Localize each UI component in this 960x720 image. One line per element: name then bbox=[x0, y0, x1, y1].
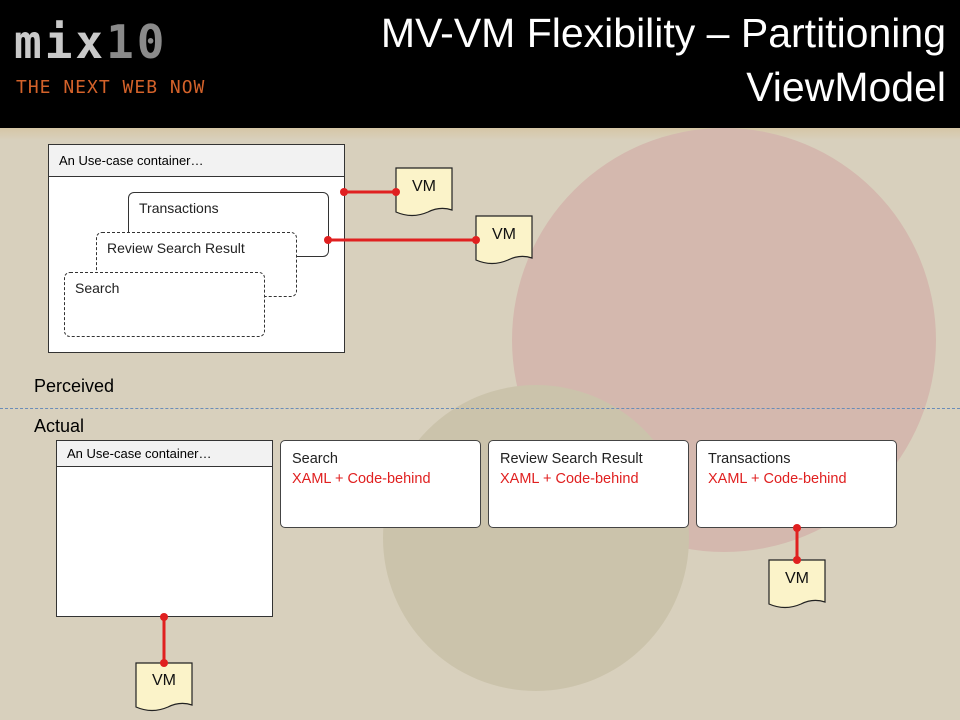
vm-label-1: VM bbox=[412, 178, 436, 195]
card-search: Search XAML + Code-behind bbox=[280, 440, 481, 528]
panel-review-search-result-label: Review Search Result bbox=[107, 240, 245, 256]
connector-dot bbox=[324, 236, 332, 244]
card-transactions: Transactions XAML + Code-behind bbox=[696, 440, 897, 528]
slide-header: mix10 THE NEXT WEB NOW MV-VM Flexibility… bbox=[0, 0, 960, 128]
title-line-2: ViewModel bbox=[746, 64, 946, 110]
perceived-container-title: An Use-case container… bbox=[49, 145, 344, 177]
panel-transactions-label: Transactions bbox=[139, 200, 219, 216]
connector-dot bbox=[472, 236, 480, 244]
connector-dot bbox=[340, 188, 348, 196]
card-transactions-detail: XAML + Code-behind bbox=[708, 471, 847, 487]
logo-tagline: THE NEXT WEB NOW bbox=[16, 77, 206, 98]
vm-doc-shape-1 bbox=[395, 167, 453, 217]
logo-text: mix bbox=[14, 15, 107, 69]
logo-number: 10 bbox=[106, 15, 168, 69]
vm-label-2: VM bbox=[492, 226, 516, 243]
panel-search-label: Search bbox=[75, 280, 120, 296]
actual-container: An Use-case container… bbox=[56, 440, 273, 617]
panel-review-search-result: Review Search Result bbox=[96, 232, 297, 297]
card-search-detail: XAML + Code-behind bbox=[292, 471, 431, 487]
card-review-search-result-detail: XAML + Code-behind bbox=[500, 471, 639, 487]
vm-doc-shape-4 bbox=[135, 662, 193, 712]
vm-label-3: VM bbox=[785, 570, 809, 587]
title-line-1: MV-VM Flexibility – Partitioning bbox=[380, 10, 946, 56]
connector-dot bbox=[793, 524, 801, 532]
card-search-name: Search bbox=[292, 451, 338, 467]
card-transactions-name: Transactions bbox=[708, 451, 791, 467]
mix10-logo: mix10 THE NEXT WEB NOW bbox=[14, 14, 234, 104]
vm-label-4: VM bbox=[152, 672, 176, 689]
vm-doc-shape-2 bbox=[475, 215, 533, 265]
connector-dot bbox=[793, 556, 801, 564]
card-review-search-result-name: Review Search Result bbox=[500, 451, 643, 467]
slide-title: MV-VM Flexibility – Partitioning ViewMod… bbox=[246, 6, 946, 114]
logo-wordmark: mix10 bbox=[14, 14, 167, 70]
background-circle-small bbox=[383, 385, 689, 691]
panel-search: Search bbox=[64, 272, 265, 337]
actual-label: Actual bbox=[34, 416, 85, 436]
connector-dot bbox=[160, 659, 168, 667]
card-review-search-result: Review Search Result XAML + Code-behind bbox=[488, 440, 689, 528]
connector-dot bbox=[392, 188, 400, 196]
perceived-actual-divider bbox=[0, 408, 960, 409]
connector-dot bbox=[160, 613, 168, 621]
actual-container-title: An Use-case container… bbox=[57, 441, 272, 467]
vm-doc-shape-3 bbox=[768, 559, 826, 609]
perceived-label: Perceived bbox=[34, 376, 115, 396]
